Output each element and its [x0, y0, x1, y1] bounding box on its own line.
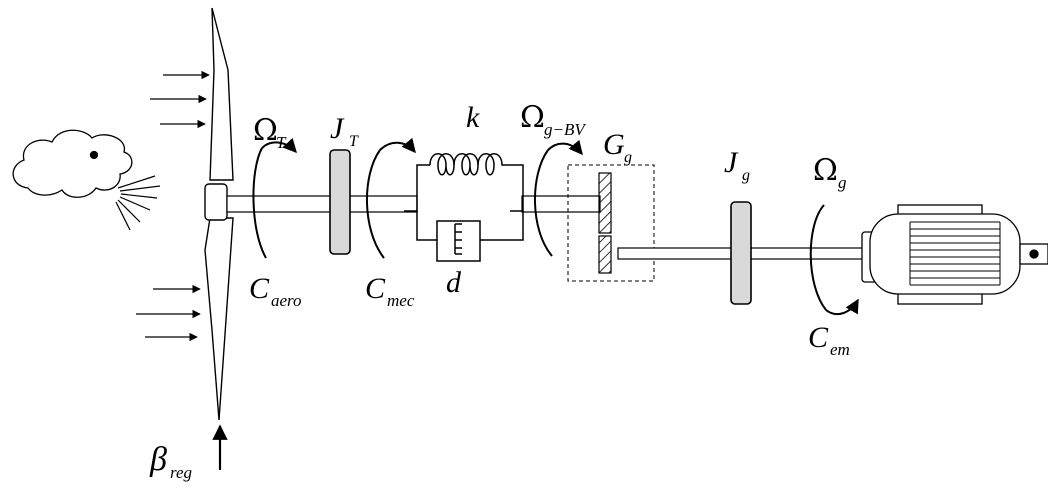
- label-omega-g-bv: Ω g−BV: [520, 100, 587, 139]
- svg-text:reg: reg: [170, 463, 192, 482]
- rotation-omega-g-bv-arrow: [547, 139, 583, 156]
- label-omega-g: Ω g: [813, 153, 847, 192]
- svg-text:k: k: [466, 101, 480, 134]
- svg-text:g−BV: g−BV: [544, 120, 587, 139]
- svg-text:Ω: Ω: [253, 113, 278, 148]
- label-beta-reg: β reg: [149, 441, 192, 482]
- svg-text:Ω: Ω: [520, 100, 545, 135]
- svg-text:g: g: [742, 167, 750, 184]
- svg-text:aero: aero: [271, 291, 302, 310]
- label-k: k: [466, 101, 480, 134]
- wind-arrows: [136, 70, 210, 342]
- torque-cmec-arrow: [366, 149, 385, 259]
- spring-damper-coupling: [404, 153, 524, 262]
- torque-caero-arrow: [252, 147, 267, 259]
- rotation-omega-g-arrow: [809, 204, 827, 311]
- svg-text:G: G: [603, 128, 625, 161]
- svg-text:mec: mec: [387, 291, 415, 310]
- damper-d: [436, 220, 481, 262]
- generator-inertia-jg: [730, 201, 752, 305]
- svg-text:T: T: [276, 133, 287, 152]
- label-j-t: J T: [330, 112, 359, 150]
- svg-text:Ω: Ω: [813, 153, 838, 188]
- svg-text:em: em: [830, 340, 850, 359]
- svg-text:β: β: [149, 441, 167, 478]
- generator-icon: [861, 204, 1048, 305]
- spring-k: [429, 153, 510, 176]
- torque-cg-bv-arrow: [533, 149, 553, 257]
- label-omega-t: Ω T: [253, 113, 287, 152]
- label-c-em: C em: [808, 321, 850, 359]
- turbine-blade: [204, 7, 234, 421]
- turbine-inertia-jt: [329, 149, 351, 255]
- svg-text:g: g: [624, 149, 632, 166]
- label-g-g: G g: [603, 128, 632, 166]
- svg-text:d: d: [446, 266, 462, 299]
- label-d: d: [446, 266, 462, 299]
- svg-text:J: J: [724, 146, 739, 179]
- svg-text:g: g: [838, 173, 847, 192]
- svg-text:T: T: [349, 133, 359, 150]
- torque-cem-arrow: [825, 298, 859, 316]
- rotation-omega-t-arrow: [261, 137, 297, 154]
- wind-cloud-icon: [12, 129, 161, 231]
- rotation-cmec-arrow: [379, 137, 416, 154]
- rotation-arrows: [252, 137, 859, 316]
- label-c-mec: C mec: [365, 272, 415, 310]
- label-j-g: J g: [724, 146, 750, 184]
- label-c-aero: C aero: [249, 272, 302, 310]
- gearbox-gg: [567, 164, 655, 282]
- svg-text:C: C: [365, 272, 386, 305]
- low-speed-shaft: [226, 195, 601, 213]
- svg-text:J: J: [330, 112, 345, 145]
- svg-text:C: C: [808, 321, 829, 354]
- svg-text:C: C: [249, 272, 270, 305]
